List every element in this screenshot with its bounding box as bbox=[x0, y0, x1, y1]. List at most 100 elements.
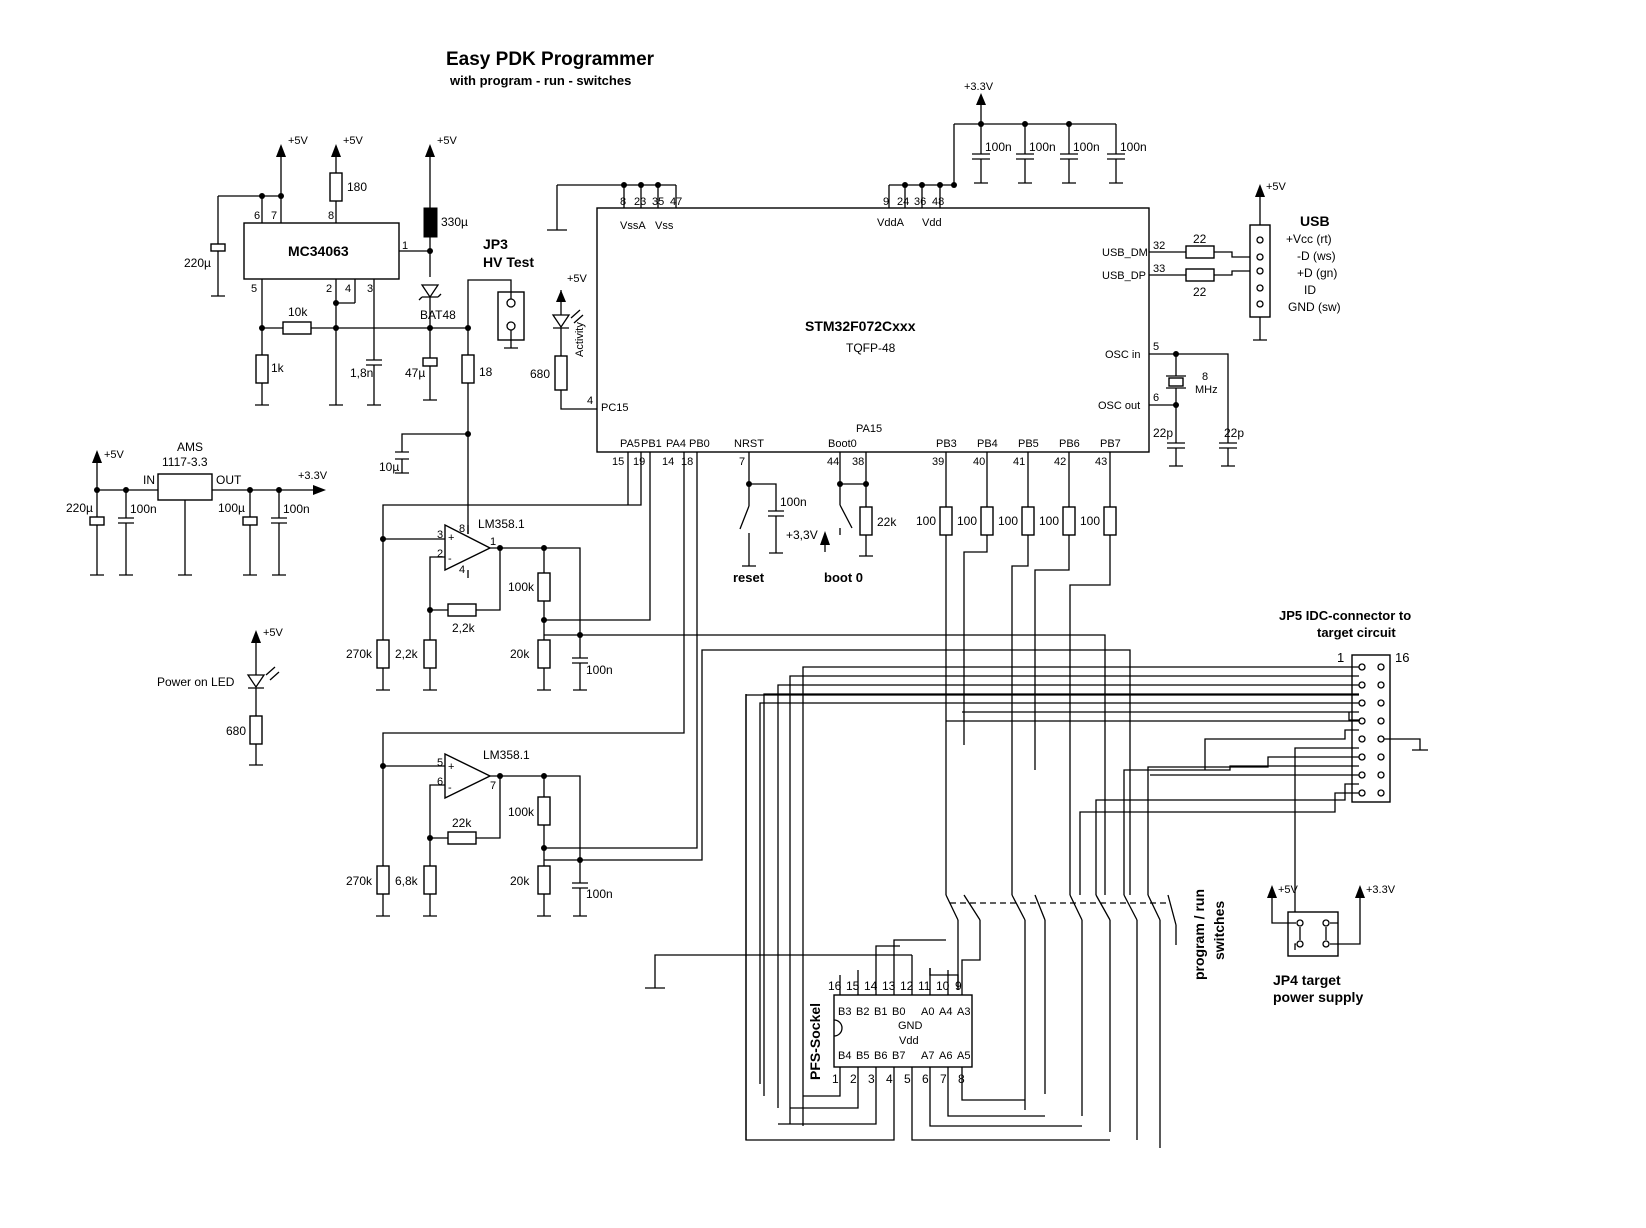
socket-sig-a6: A6 bbox=[939, 1050, 952, 1062]
label-pb7: PB7 bbox=[1100, 438, 1121, 450]
series-resistor-pb7: 100 bbox=[1080, 514, 1100, 528]
power-led-label: Power on LED bbox=[157, 675, 235, 689]
mc34063-pin-1: 1 bbox=[402, 240, 408, 252]
socket-sig-a4: A4 bbox=[939, 1006, 952, 1018]
mcu-pin-9: 9 bbox=[883, 196, 889, 208]
label-usb-dp: USB_DP bbox=[1102, 270, 1146, 282]
activity-led: +5V 680 Activity bbox=[530, 273, 597, 410]
power-led-resistor: 680 bbox=[226, 724, 246, 738]
usb-pin-gnd: GND (sw) bbox=[1288, 300, 1341, 314]
program-run-switches: program / run switches bbox=[945, 889, 1227, 1148]
mcu-pin-47: 47 bbox=[670, 196, 682, 208]
label-pb6: PB6 bbox=[1059, 438, 1080, 450]
socket-sig-a0: A0 bbox=[921, 1006, 934, 1018]
mc34063-pin-5: 5 bbox=[251, 283, 257, 295]
jp4-supply-3v3: +3.3V bbox=[1366, 884, 1396, 896]
usb-dp-resistor-value: 22 bbox=[1193, 285, 1207, 299]
label-vss: Vss bbox=[655, 220, 674, 232]
hv-cap: 10µ bbox=[379, 460, 399, 474]
crystal-cap-2: 22p bbox=[1224, 426, 1244, 440]
socket-pin-15: 15 bbox=[846, 979, 860, 993]
mcu-pin-32: 32 bbox=[1153, 240, 1165, 252]
socket-sig-b1: B1 bbox=[874, 1006, 887, 1018]
crystal-unit: MHz bbox=[1195, 384, 1218, 396]
mcu-pin-33: 33 bbox=[1153, 263, 1165, 275]
boot0-label: boot 0 bbox=[824, 570, 863, 585]
mcu-pin-39: 39 bbox=[932, 456, 944, 468]
mc34063-pin-2: 2 bbox=[326, 283, 332, 295]
usb-title: USB bbox=[1300, 213, 1330, 229]
label-pb0: PB0 bbox=[689, 438, 710, 450]
label-pa15: PA15 bbox=[856, 423, 882, 435]
socket-pin-11: 11 bbox=[918, 979, 931, 993]
series-resistor-pb4: 100 bbox=[957, 514, 977, 528]
svg-text:+: + bbox=[448, 532, 454, 544]
opamp2-fb-resistor: 22k bbox=[452, 816, 472, 830]
label-vssa: VssA bbox=[620, 220, 646, 232]
boost-diode: BAT48 bbox=[420, 308, 456, 322]
jp5-title-1: JP5 IDC-connector to bbox=[1279, 608, 1411, 623]
socket-sig-b7: B7 bbox=[892, 1050, 905, 1062]
label-pb4: PB4 bbox=[977, 438, 998, 450]
hv-test-jumper: JP3 HV Test 18 10µ bbox=[379, 236, 534, 534]
socket-pin-4: 4 bbox=[886, 1072, 893, 1086]
boost-input-cap: 220µ bbox=[184, 256, 211, 270]
socket-sig-a5: A5 bbox=[957, 1050, 970, 1062]
supply-3v3-top: +3.3V bbox=[964, 81, 994, 93]
mc34063-body bbox=[243, 222, 400, 280]
mcu-stm32: STM32F072Cxxx TQFP-48 8 23 35 47 VssA Vs… bbox=[547, 81, 1250, 468]
regulator-supply-5v: +5V bbox=[104, 449, 125, 461]
usb-dp-resistor bbox=[1185, 268, 1215, 282]
mc34063-pin-3: 3 bbox=[367, 283, 373, 295]
usb-pin-dp: +D (gn) bbox=[1297, 266, 1337, 280]
usb-dm-resistor bbox=[1185, 245, 1215, 259]
socket-sig-b6: B6 bbox=[874, 1050, 887, 1062]
power-led: +5V Power on LED 680 bbox=[157, 627, 284, 766]
mcu-pin-14: 14 bbox=[662, 456, 674, 468]
label-pc15: PC15 bbox=[601, 402, 629, 414]
regulator-cin-2: 100n bbox=[130, 502, 157, 516]
boot0-circuit: 22k +3,3V boot 0 bbox=[786, 452, 897, 585]
label-vdda: VddA bbox=[877, 217, 905, 229]
jp3-name: JP3 bbox=[483, 236, 508, 252]
jp5-pin-last: 16 bbox=[1395, 650, 1409, 665]
mcu-pin-42: 42 bbox=[1054, 456, 1066, 468]
boost-fb-top-resistor: 10k bbox=[288, 305, 308, 319]
socket-sig-b5: B5 bbox=[856, 1050, 869, 1062]
boot0-supply: +3,3V bbox=[786, 528, 818, 542]
opamp2-gnd-resistor: 6,8k bbox=[395, 874, 419, 888]
mcu-pin-24: 24 bbox=[897, 196, 909, 208]
socket-vdd: Vdd bbox=[899, 1035, 919, 1047]
opamp1-div-top: 100k bbox=[508, 580, 535, 594]
switches-label-2: switches bbox=[1211, 901, 1227, 960]
opamp1-div-bot: 20k bbox=[510, 647, 530, 661]
boost-converter: MC34063 6 7 8 1 5 2 4 3 +5V 220µ +5V 180… bbox=[184, 135, 468, 406]
label-osc-in: OSC in bbox=[1105, 349, 1140, 361]
regulator-cin-1: 220µ bbox=[66, 501, 93, 515]
mcu-pin-6: 6 bbox=[1153, 392, 1159, 404]
mcu-name: STM32F072Cxxx bbox=[805, 318, 916, 334]
socket-pin-16: 16 bbox=[828, 979, 842, 993]
switches-label-1: program / run bbox=[1191, 889, 1207, 980]
label-pb5: PB5 bbox=[1018, 438, 1039, 450]
mcu-pin-23: 23 bbox=[634, 196, 646, 208]
crystal-value: 8 bbox=[1202, 371, 1208, 383]
usb-pin-vcc: +Vcc (rt) bbox=[1286, 232, 1332, 246]
regulator-out-label: OUT bbox=[216, 473, 242, 487]
opamp2-name: LM358.1 bbox=[483, 748, 530, 762]
mcu-pin-48: 48 bbox=[932, 196, 944, 208]
socket-sig-a7: A7 bbox=[921, 1050, 934, 1062]
jp5-title-2: target circuit bbox=[1317, 625, 1396, 640]
usb-connector: +5V USB +Vcc (rt) -D (ws) +D (gn) ID GND… bbox=[1249, 181, 1341, 341]
socket-sig-b3: B3 bbox=[838, 1006, 851, 1018]
boot0-resistor: 22k bbox=[877, 515, 897, 529]
label-nrst: NRST bbox=[734, 438, 764, 450]
jp4-supply-5v: +5V bbox=[1278, 884, 1299, 896]
activity-label: Activity bbox=[574, 322, 586, 357]
label-vdd: Vdd bbox=[922, 217, 942, 229]
opamp1-fb-resistor: 2,2k bbox=[452, 621, 476, 635]
activity-supply-5v: +5V bbox=[567, 273, 588, 285]
decoupling-caps: 100n 100n 100n 100n bbox=[972, 121, 1147, 184]
opamp-2: LM358.1 5 6 7 +- 270k 22k 6,8k 100k 20k … bbox=[346, 467, 698, 917]
